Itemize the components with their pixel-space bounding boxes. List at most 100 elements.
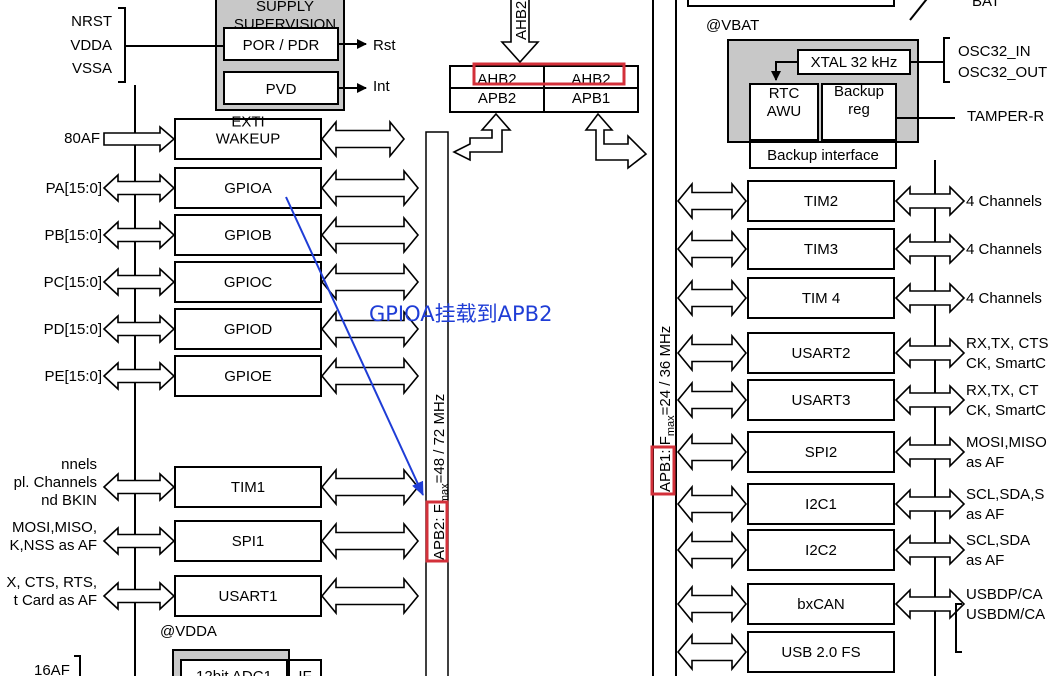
adc-label: 12bit ADC1: [196, 668, 272, 676]
af16-label: 16AF: [34, 662, 70, 676]
xtal-label: XTAL 32 kHz: [811, 54, 898, 71]
usb-2-0-fs-label: USB 2.0 FS: [781, 644, 860, 661]
af80-label: 80AF: [64, 130, 100, 147]
annotation-arrow: [285, 196, 424, 496]
bridge-left-arrow: [452, 112, 512, 162]
usart1-label: USART1: [219, 588, 278, 605]
tim1-label: TIM1: [231, 479, 265, 496]
adc-inner-box: [180, 659, 288, 676]
tim1-bus-arrow: [320, 467, 420, 507]
i2c2-box: [747, 529, 895, 571]
port-arrow-gpiod: [102, 314, 176, 344]
osc32-in: OSC32_IN: [958, 43, 1031, 60]
tim1-box: [174, 466, 322, 508]
tim-4-box: [747, 277, 895, 319]
spi2-box: [747, 431, 895, 473]
usb-2-0-fs-bus-arrow: [676, 632, 748, 672]
spi2-label: SPI2: [805, 444, 838, 461]
gpioa-bus-arrow: [320, 168, 420, 208]
usart2-box: [747, 332, 895, 374]
gpioa-label: GPIOA: [224, 180, 272, 197]
tamper-label: TAMPER-R: [967, 108, 1044, 125]
apb2-highlight: [425, 500, 449, 563]
usart1-box: [174, 575, 322, 617]
pin-nrst: NRST: [71, 13, 112, 30]
gpiob-bus-arrow: [320, 215, 420, 255]
apb1-highlight: [650, 445, 676, 496]
gpio-rows: PA[15:0]GPIOAPB[15:0]GPIOBPC[15:0]GPIOCP…: [44, 167, 420, 397]
bridge-right-arrow: [584, 112, 648, 170]
usart3-pin-arrow: [894, 384, 966, 416]
ahb-top-label: AHB2: [513, 1, 530, 40]
port-label-gpioc: PC[15:0]: [44, 274, 102, 291]
spi2-bus-arrow: [676, 432, 748, 472]
port-label-gpiod: PD[15:0]: [44, 321, 102, 338]
spi2-pin-arrow: [894, 436, 966, 468]
pin-vdda: VDDA: [70, 37, 112, 54]
exti-arrow: [103, 119, 406, 159]
gpioc-box: [174, 261, 322, 303]
vbat-top-label: BAT: [972, 0, 1000, 10]
tim2-label: TIM2: [804, 193, 838, 210]
tim2-pin-arrow: [894, 185, 966, 217]
adc-if-label: IF: [298, 668, 311, 676]
pvd-box: [223, 71, 339, 105]
tim-4-bus-arrow: [676, 278, 748, 318]
gpiob-label: GPIOB: [224, 227, 272, 244]
gpioc-label: GPIOC: [224, 274, 273, 291]
usart3-bus-arrow: [676, 380, 748, 420]
i2c2-pin-arrow: [894, 534, 966, 566]
port-label-gpioe: PE[15:0]: [44, 368, 102, 385]
pvd-label: PVD: [266, 81, 297, 98]
bridge-left-bottom: APB2: [478, 90, 516, 107]
usart3-label: USART3: [792, 392, 851, 409]
i2c1-label: I2C1: [805, 496, 837, 513]
usart2-label: USART2: [792, 345, 851, 362]
spi1-pin-arrow: [102, 526, 176, 556]
exti-input-arrow: [103, 125, 176, 153]
tim1-pin-arrow: [102, 472, 176, 502]
tim3-pin-arrow: [894, 233, 966, 265]
adc-if-box: [288, 659, 322, 676]
i2c1-box: [747, 483, 895, 525]
port-label-gpiob: PB[15:0]: [44, 227, 102, 244]
tim3-bus-arrow: [676, 229, 748, 269]
apb2-bus-bar: [425, 131, 449, 676]
bxcan-box: [747, 583, 895, 625]
por-pdr-label: POR / PDR: [243, 37, 320, 54]
bxcan-bus-arrow: [676, 584, 748, 624]
bxcan-label: bxCAN: [797, 596, 845, 613]
osc32-out: OSC32_OUT: [958, 64, 1047, 81]
tim3-box: [747, 228, 895, 270]
spi1-pin-label: MOSI,MISO,K,NSS as AF: [9, 519, 97, 554]
tim-4-pin-label: 4 Channels: [966, 290, 1042, 307]
xtal-to-rtc-arrow: [771, 61, 798, 81]
usart2-pin-arrow: [894, 337, 966, 369]
tim2-bus-arrow: [676, 181, 748, 221]
gpioe-label: GPIOE: [224, 368, 272, 385]
usb-bracket: [955, 603, 962, 653]
bridge-right-bottom: APB1: [572, 90, 610, 107]
gpioe-box: [174, 355, 322, 397]
tim2-pin-label: 4 Channels: [966, 193, 1042, 210]
usart1-bus-arrow: [320, 576, 420, 616]
port-arrow-gpioc: [102, 267, 176, 297]
usart1-pin-label: X, CTS, RTS,t Card as AF: [6, 574, 97, 609]
por-pdr-box: [223, 27, 339, 61]
gpiod-bus-arrow: [320, 309, 420, 349]
port-arrow-gpioa: [102, 173, 176, 203]
vbat-top-box: [687, 0, 895, 7]
usart1-pin-arrow: [102, 581, 176, 611]
port-arrow-gpioe: [102, 361, 176, 391]
ahb-down-arrow: [500, 0, 540, 64]
ahb2-highlight: [472, 62, 626, 86]
